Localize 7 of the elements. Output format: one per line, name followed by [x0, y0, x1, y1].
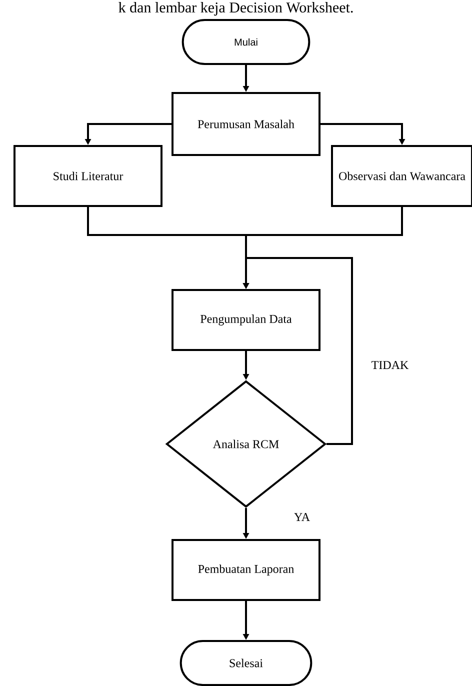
process-box: Observasi dan Wawancara	[331, 145, 472, 207]
process-box: Pembuatan Laporan	[172, 539, 320, 601]
edge-label: TIDAK	[368, 358, 412, 372]
edge-label: YA	[290, 510, 314, 524]
process-box: Studi Literatur	[14, 145, 162, 207]
process-box: Pengumpulan Data	[172, 289, 320, 351]
process-box: Perumusan Masalah	[172, 92, 320, 156]
